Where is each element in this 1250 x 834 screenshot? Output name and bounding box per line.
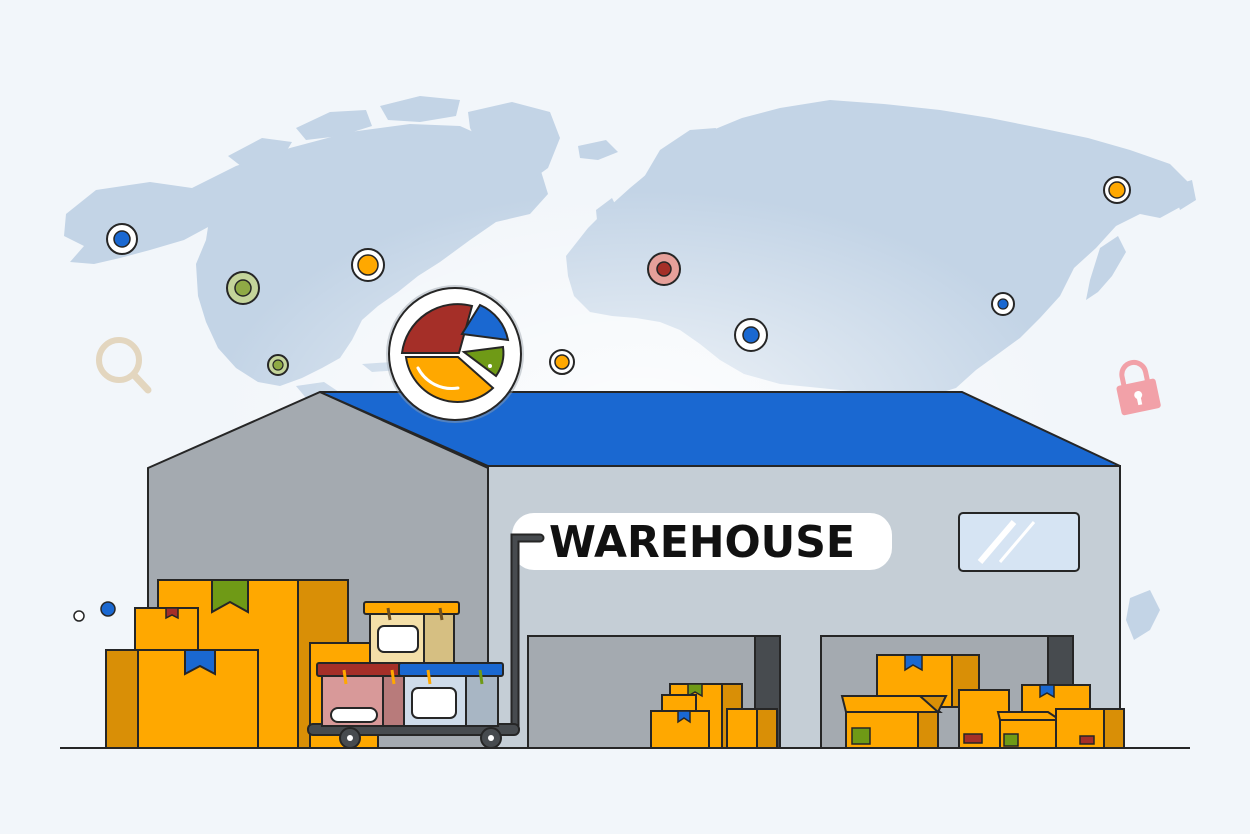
location-pin-icon	[73, 610, 85, 622]
box-stack-door-2	[840, 654, 1125, 749]
pie-chart-icon	[386, 285, 524, 423]
padlock-icon	[1116, 359, 1161, 416]
location-pin-icon	[100, 601, 116, 617]
location-pins	[73, 176, 1131, 622]
storage-bin-icon	[316, 662, 413, 727]
warehouse-sign-text: WAREHOUSE	[549, 517, 855, 568]
storage-bin-icon	[398, 662, 504, 727]
box-stack-door-1	[650, 683, 778, 749]
pie-slice-orange	[404, 356, 495, 403]
window-glare	[998, 521, 1036, 563]
warehouse-roof	[319, 391, 1121, 467]
warehouse-sign	[512, 513, 892, 570]
location-pin-icon	[734, 318, 768, 352]
location-pin-icon	[106, 223, 138, 255]
location-pin-icon	[267, 354, 289, 376]
storage-bins	[316, 601, 504, 727]
storage-bin-icon	[363, 601, 460, 665]
location-pin-icon	[647, 252, 681, 286]
pie-slice-blue	[460, 303, 510, 342]
location-pin-icon	[549, 349, 575, 375]
pie-slice-green	[461, 345, 505, 378]
location-pin-icon	[226, 271, 260, 305]
warehouse-window	[958, 512, 1080, 572]
window-glare	[977, 520, 1017, 564]
pie-slice-red	[400, 303, 474, 354]
magnifier-icon	[96, 337, 152, 394]
location-pin-icon	[1103, 176, 1131, 204]
location-pin-icon	[351, 248, 385, 282]
location-pin-icon	[991, 292, 1015, 316]
